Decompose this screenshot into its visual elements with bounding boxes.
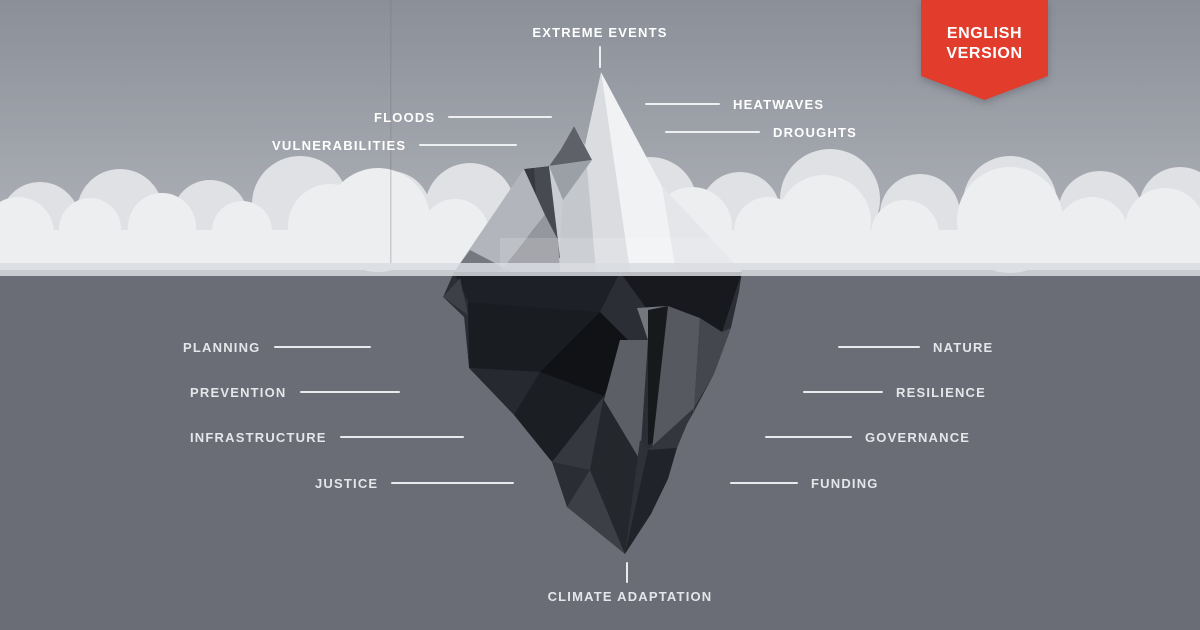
- label-prevention: PREVENTION: [190, 384, 400, 400]
- label-droughts: DROUGHTS: [665, 124, 857, 140]
- label-funding: FUNDING: [730, 475, 879, 491]
- ribbon-line1: ENGLISH: [946, 25, 1023, 42]
- english-version-ribbon: ENGLISH VERSION: [921, 0, 1048, 100]
- connector-line-nature: [838, 346, 920, 348]
- label-resilience: RESILIENCE: [803, 384, 986, 400]
- connector-line-vulnerabilities: [419, 144, 518, 146]
- label-infrastructure-text: INFRASTRUCTURE: [190, 429, 327, 445]
- ribbon-line2: VERSION: [946, 45, 1023, 62]
- waterline-band: [0, 263, 1200, 276]
- label-resilience-text: RESILIENCE: [896, 384, 987, 400]
- connector-line-droughts: [665, 131, 760, 133]
- pointer-line-climate-adaptation: [626, 562, 628, 583]
- label-floods-text: FLOODS: [374, 109, 436, 125]
- connector-line-resilience: [803, 391, 883, 393]
- label-vulnerabilities: VULNERABILITIES: [272, 137, 518, 153]
- label-prevention-text: PREVENTION: [190, 384, 287, 400]
- iceberg-below-water: [443, 272, 742, 554]
- connector-line-floods: [448, 116, 553, 118]
- connector-line-infrastructure: [339, 436, 464, 438]
- ribbon-banner-shape: ENGLISH VERSION: [921, 0, 1048, 100]
- label-nature-text: NATURE: [933, 339, 994, 355]
- label-planning: PLANNING: [183, 339, 371, 355]
- label-climate-adaptation-text: CLIMATE ADAPTATION: [547, 589, 713, 604]
- label-vulnerabilities-text: VULNERABILITIES: [272, 137, 407, 153]
- connector-line-heatwaves: [645, 103, 720, 105]
- background-seam-line: [390, 0, 392, 263]
- label-extreme-events-text: EXTREME EVENTS: [532, 25, 668, 40]
- label-extreme-events: EXTREME EVENTS: [0, 25, 1200, 40]
- label-droughts-text: DROUGHTS: [773, 124, 857, 140]
- label-heatwaves-text: HEATWAVES: [733, 96, 825, 112]
- connector-line-prevention: [299, 391, 400, 393]
- label-governance: GOVERNANCE: [765, 429, 970, 445]
- connector-line-governance: [765, 436, 852, 438]
- label-heatwaves: HEATWAVES: [645, 96, 824, 112]
- label-justice-text: JUSTICE: [315, 475, 379, 491]
- label-justice: JUSTICE: [315, 475, 515, 491]
- label-infrastructure: INFRASTRUCTURE: [190, 429, 464, 445]
- connector-line-justice: [391, 482, 515, 484]
- connector-line-planning: [273, 346, 371, 348]
- label-floods: FLOODS: [374, 109, 553, 125]
- pointer-line-extreme-events: [599, 46, 601, 68]
- label-planning-text: PLANNING: [183, 339, 261, 355]
- label-climate-adaptation: CLIMATE ADAPTATION: [60, 589, 1200, 604]
- label-funding-text: FUNDING: [811, 475, 879, 491]
- connector-line-funding: [730, 482, 798, 484]
- label-nature: NATURE: [838, 339, 993, 355]
- label-governance-text: GOVERNANCE: [865, 429, 971, 445]
